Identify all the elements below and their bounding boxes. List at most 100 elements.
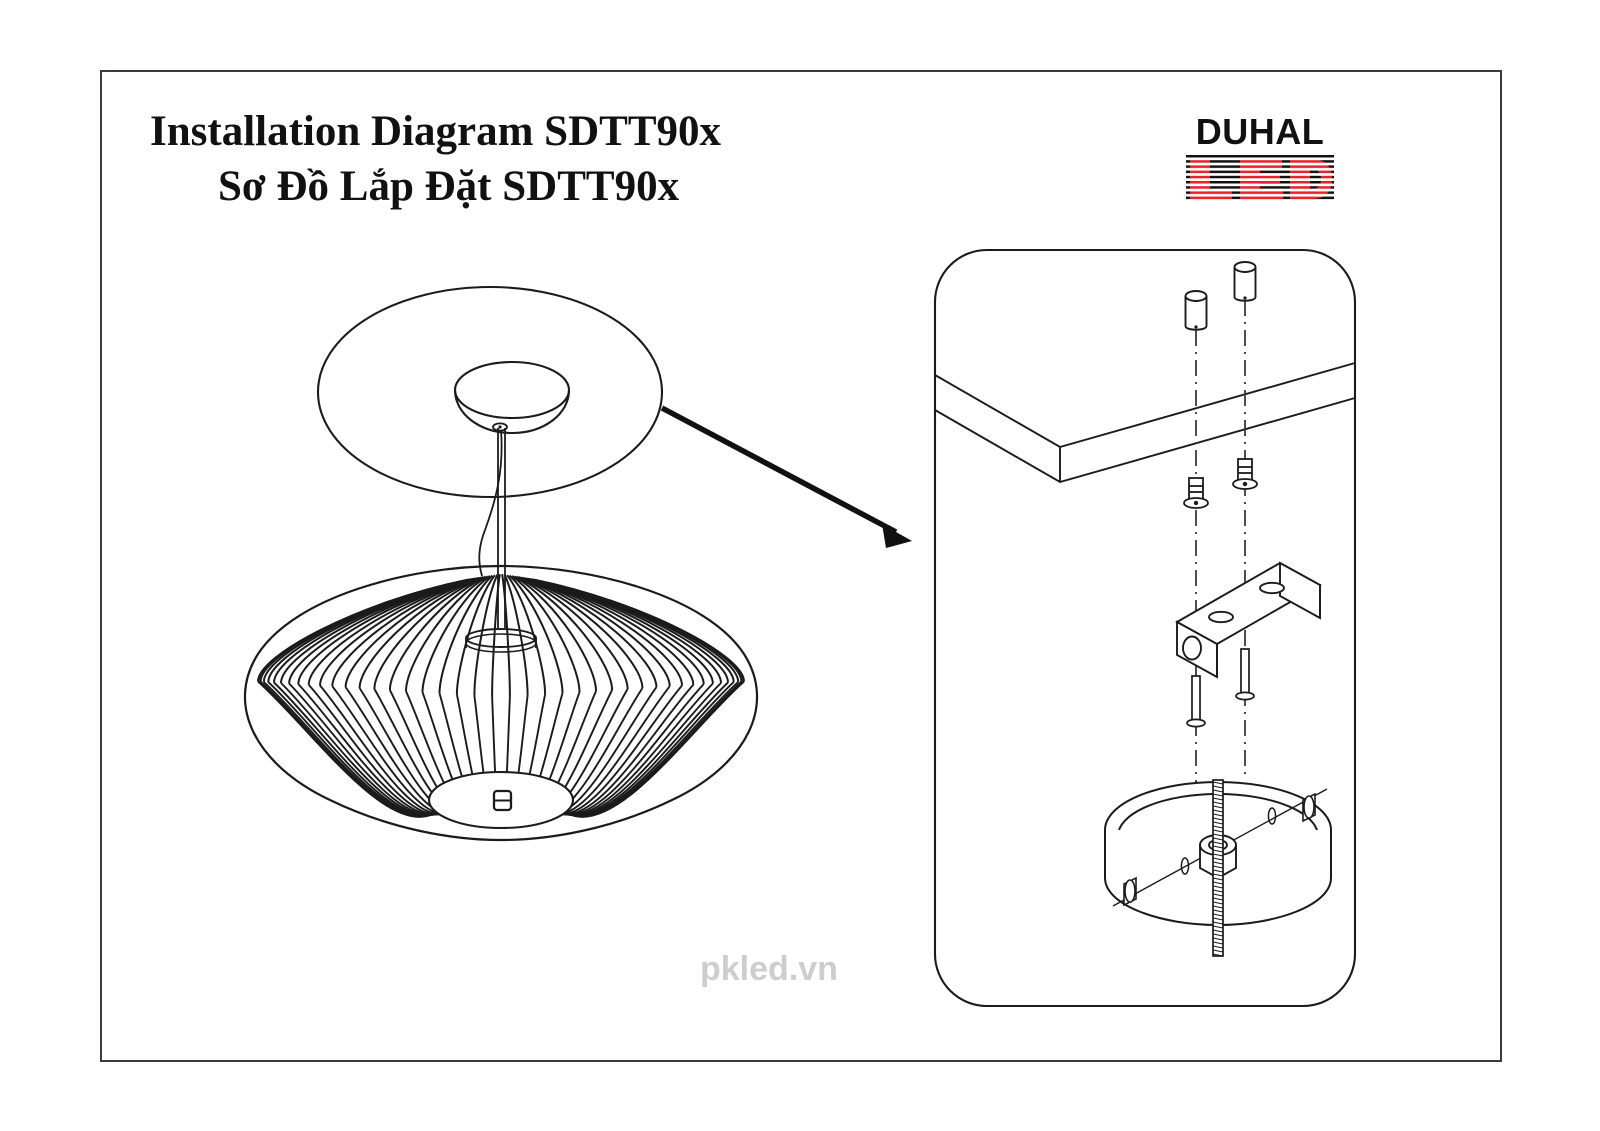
- shade-petal-rib: [307, 684, 447, 816]
- rod-thread: [1212, 901, 1224, 905]
- rod-thread: [1212, 829, 1224, 833]
- rod-thread: [1212, 905, 1224, 909]
- detail-panel-border: [933, 248, 1357, 1008]
- rod-thread: [1212, 781, 1224, 785]
- rod-thread: [1212, 945, 1224, 949]
- rod-thread: [1212, 877, 1224, 881]
- rod-thread: [1212, 937, 1224, 941]
- rod-thread: [1212, 869, 1224, 873]
- rod-thread: [1212, 885, 1224, 889]
- shade-collar-inner: [465, 633, 537, 653]
- rod-thread: [1212, 953, 1224, 957]
- shade-petal-rib: [297, 683, 443, 816]
- figure-mounting-detail: [933, 248, 1357, 1008]
- rod-thread: [1212, 865, 1224, 869]
- shade-petal-rib: [513, 575, 597, 692]
- page-title: Installation Diagram SDTT90x Sơ Đồ Lắp Đ…: [150, 104, 910, 214]
- fixing-screw-right: [1302, 792, 1316, 823]
- shade-petal-rib: [503, 574, 529, 696]
- rod-thread: [1212, 813, 1224, 817]
- title-line-vietnamese: Sơ Đồ Lắp Đặt SDTT90x: [218, 163, 680, 211]
- rod-thread: [1212, 913, 1224, 917]
- rod-thread: [1212, 793, 1224, 797]
- shade-petal-rib: [438, 574, 494, 694]
- rod-thread: [1212, 825, 1224, 829]
- shade-petal-rib: [319, 577, 476, 686]
- rod-thread: [1212, 845, 1224, 849]
- rod-thread: [1212, 797, 1224, 801]
- shade-petal-rib: [508, 574, 564, 694]
- bracket-hole-1: [1208, 610, 1234, 624]
- shade-petal-rib: [526, 577, 683, 686]
- shade-petal-rib: [421, 575, 491, 693]
- shade-petal-rib: [522, 576, 658, 688]
- rod-thread: [1212, 893, 1224, 897]
- wall-plug-left: [1184, 290, 1208, 331]
- duhal-led-logo: DUHAL: [1186, 112, 1334, 204]
- shade-outline: [243, 564, 759, 842]
- title-line-english: Installation Diagram SDTT90x: [150, 108, 722, 155]
- shade-petal-rib: [516, 575, 614, 691]
- rod-thread: [1212, 873, 1224, 877]
- grommet-hole: [498, 425, 502, 429]
- ceiling-plate: [316, 285, 664, 499]
- shade-petal-rib: [506, 574, 547, 695]
- figure-lamp-assembly: [243, 285, 759, 842]
- shade-petal-rib: [388, 575, 486, 691]
- u-channel-bracket: [1175, 561, 1322, 679]
- shade-petal-rib: [570, 680, 745, 818]
- shade-petal-rib: [307, 577, 475, 685]
- logo-led-striped-text: [1186, 155, 1334, 201]
- rod-thread: [1212, 849, 1224, 853]
- shade-petal-rib: [501, 574, 511, 697]
- rod-thread: [1212, 833, 1224, 837]
- shade-petal-rib: [288, 682, 441, 816]
- shade-petal-rib: [534, 579, 745, 682]
- shade-petal-rib: [344, 576, 480, 688]
- rod-thread: [1212, 949, 1224, 953]
- rod-thread: [1212, 841, 1224, 845]
- rod-thread: [1212, 933, 1224, 937]
- site-watermark: pkled.vn: [700, 950, 838, 988]
- expansion-bolt-left: [1183, 477, 1209, 509]
- shade-petal-rib: [524, 577, 671, 687]
- shade-petal-rib: [331, 577, 478, 687]
- rod-thread: [1212, 909, 1224, 913]
- shade-petal-rib: [373, 576, 484, 690]
- bracket-hole-3: [1182, 635, 1202, 661]
- shade-petal-rib: [358, 576, 482, 689]
- rod-thread: [1212, 821, 1224, 825]
- rod-thread: [1212, 853, 1224, 857]
- rod-thread: [1212, 801, 1224, 805]
- rod-thread: [1212, 857, 1224, 861]
- mount-screw-right: [1235, 648, 1255, 701]
- shade-petal-rib: [319, 684, 450, 816]
- canopy-hole-right: [1267, 807, 1277, 825]
- rod-thread: [1212, 929, 1224, 933]
- shade-petal-rib: [455, 574, 496, 695]
- wall-plug-right: [1233, 261, 1257, 302]
- canopy-dome-top: [453, 360, 571, 420]
- rod-thread: [1212, 789, 1224, 793]
- canopy-dome-body: [453, 389, 571, 435]
- shade-collar-top: [465, 628, 537, 648]
- fixing-screw-left: [1123, 876, 1137, 907]
- rod-thread: [1212, 837, 1224, 841]
- rod-thread: [1212, 809, 1224, 813]
- bracket-hole-2: [1259, 581, 1285, 595]
- shade-petal-rib: [511, 575, 581, 693]
- canopy-hole-left: [1180, 857, 1190, 875]
- shade-petal-rib: [262, 578, 469, 683]
- mount-screw-left: [1186, 675, 1206, 728]
- rod-thread: [1212, 941, 1224, 945]
- rod-thread: [1212, 785, 1224, 789]
- rod-thread: [1212, 897, 1224, 901]
- rod-thread: [1212, 861, 1224, 865]
- threaded-rod: [1212, 779, 1224, 957]
- rod-thread: [1212, 881, 1224, 885]
- shade-petal-rib: [520, 576, 644, 689]
- power-cable: [478, 429, 503, 577]
- rod-thread: [1212, 805, 1224, 809]
